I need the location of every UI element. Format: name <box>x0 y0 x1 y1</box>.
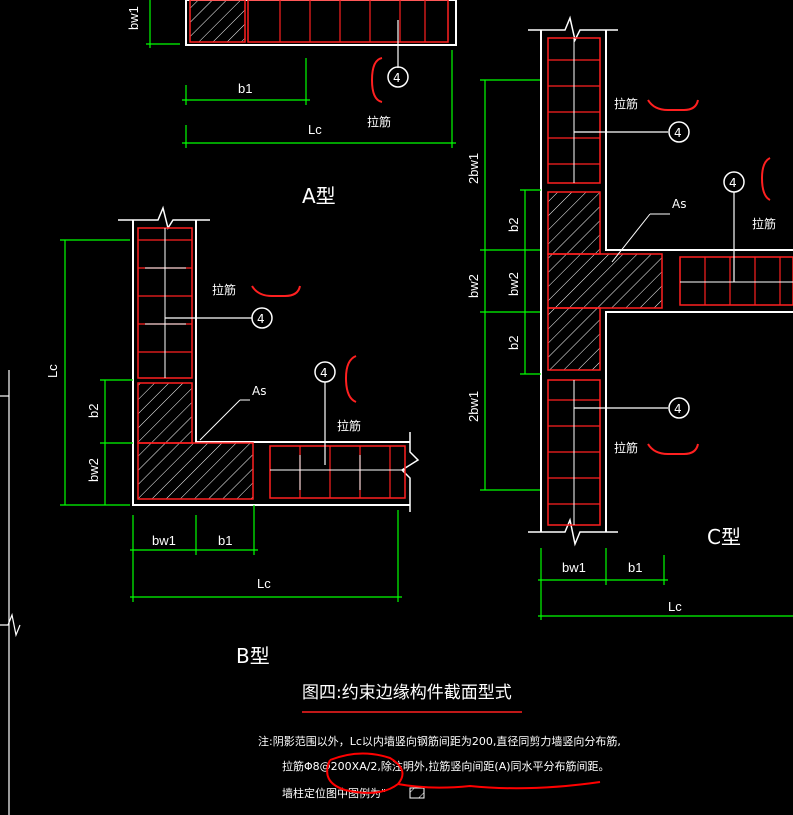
c-tie-label-1: 拉筋 <box>614 96 638 111</box>
b-rebar-tag-circle-1 <box>251 307 273 329</box>
a-rebar-tag-circle <box>387 66 409 88</box>
c-rebar-tag-circle-3 <box>668 397 690 419</box>
drawing-title: 图四:约束边缘构件截面型式 <box>302 683 512 703</box>
c-dim-b2-bottom: b2 <box>506 336 521 350</box>
b-dim-bw2: bw2 <box>86 458 101 482</box>
b-rebar-tag-number-2: 4 <box>320 366 328 380</box>
b-dim-b2: b2 <box>86 404 101 418</box>
b-rebar-tag-number-1: 4 <box>257 312 265 326</box>
c-tie-symbol-1 <box>647 99 699 111</box>
a-rebar-tag-number: 4 <box>393 71 401 85</box>
b-tie-symbol-1 <box>251 285 301 297</box>
c-break-line-bottom <box>528 517 618 547</box>
a-dim-bw1: bw1 <box>126 6 141 30</box>
a-type-label: A型 <box>302 184 336 208</box>
c-rebar-cage-right <box>679 256 793 306</box>
a-hatched-zone <box>189 0 246 43</box>
note-line-2: 拉筋Φ8@200XA/2,除注明外,拉筋竖向间距(A)同水平分布筋间距。 <box>282 759 610 773</box>
b-rebar-tag-circle-2 <box>314 361 336 383</box>
b-hatch-vertical <box>137 382 193 444</box>
c-dim-b2-top: b2 <box>506 218 521 232</box>
b-rebar-cage-horizontal <box>269 445 406 499</box>
b-dim-b1: b1 <box>218 533 232 548</box>
c-rebar-tag-number-3: 4 <box>674 402 682 416</box>
section-c-type: 4 拉筋 4 拉筋 4 拉筋 As <box>466 15 793 620</box>
markup-underline <box>397 781 601 790</box>
b-wall-inner <box>195 220 410 443</box>
c-dim-b1: b1 <box>628 560 642 575</box>
b-type-label: B型 <box>236 644 270 668</box>
b-dim-bw1: bw1 <box>152 533 176 548</box>
c-tie-symbol-2 <box>760 157 771 201</box>
c-dim-bw1: bw1 <box>562 560 586 575</box>
b-tie-symbol-2 <box>344 355 357 403</box>
c-type-label: C型 <box>707 525 741 549</box>
note-line-1: 注:阴影范围以外，Lc以内墙竖向钢筋间距为200,直径同剪力墙竖向分布筋, <box>258 734 621 748</box>
b-break-line-top <box>118 205 210 230</box>
c-dim-lc: Lc <box>668 599 682 614</box>
c-tie-symbol-3 <box>647 443 699 455</box>
c-dim-bw2-inner: bw2 <box>506 272 521 296</box>
b-dim-lc-vertical: Lc <box>45 364 60 378</box>
legend-hatch-sample <box>409 787 425 799</box>
c-tie-label-2: 拉筋 <box>752 216 776 231</box>
note-line-3: 墙柱定位图中图例为" <box>282 786 386 800</box>
section-a-type: 4 拉筋 bw1 b1 Lc A型 <box>126 0 457 208</box>
a-tie-label: 拉筋 <box>367 114 391 129</box>
c-hatch-bottom <box>547 307 601 371</box>
c-dim-2bw1-bottom: 2bw1 <box>466 391 481 422</box>
b-break-line-right <box>400 432 420 512</box>
b-tie-label-1: 拉筋 <box>212 282 236 297</box>
c-rebar-tag-number-1: 4 <box>674 126 682 140</box>
b-hatch-corner <box>137 442 254 500</box>
a-wall-outline <box>185 0 457 46</box>
c-rebar-tag-number-2: 4 <box>729 176 737 190</box>
b-dim-lc: Lc <box>257 576 271 591</box>
c-hatch-middle <box>547 253 663 309</box>
b-tie-label-2: 拉筋 <box>337 418 361 433</box>
c-rebar-tag-circle-1 <box>668 121 690 143</box>
c-as-label: As <box>672 197 686 211</box>
c-dim-bw2-outer: bw2 <box>466 274 481 298</box>
c-dim-2bw1-top: 2bw1 <box>466 153 481 184</box>
a-dim-lc: Lc <box>308 122 322 137</box>
b-wall-outer <box>132 220 410 506</box>
c-hatch-top <box>547 191 601 255</box>
a-rebar-cage <box>247 0 449 43</box>
c-break-line-top <box>528 15 618 43</box>
section-b-type: 4 拉筋 4 拉筋 As Lc b2 bw2 bw1 b1 <box>45 205 420 668</box>
c-tie-label-3: 拉筋 <box>614 440 638 455</box>
c-rebar-tag-circle-2 <box>723 171 745 193</box>
b-as-label: As <box>252 384 266 398</box>
a-tie-symbol <box>370 57 383 103</box>
left-edge-fragment <box>0 370 21 815</box>
a-dim-b1: b1 <box>238 81 252 96</box>
